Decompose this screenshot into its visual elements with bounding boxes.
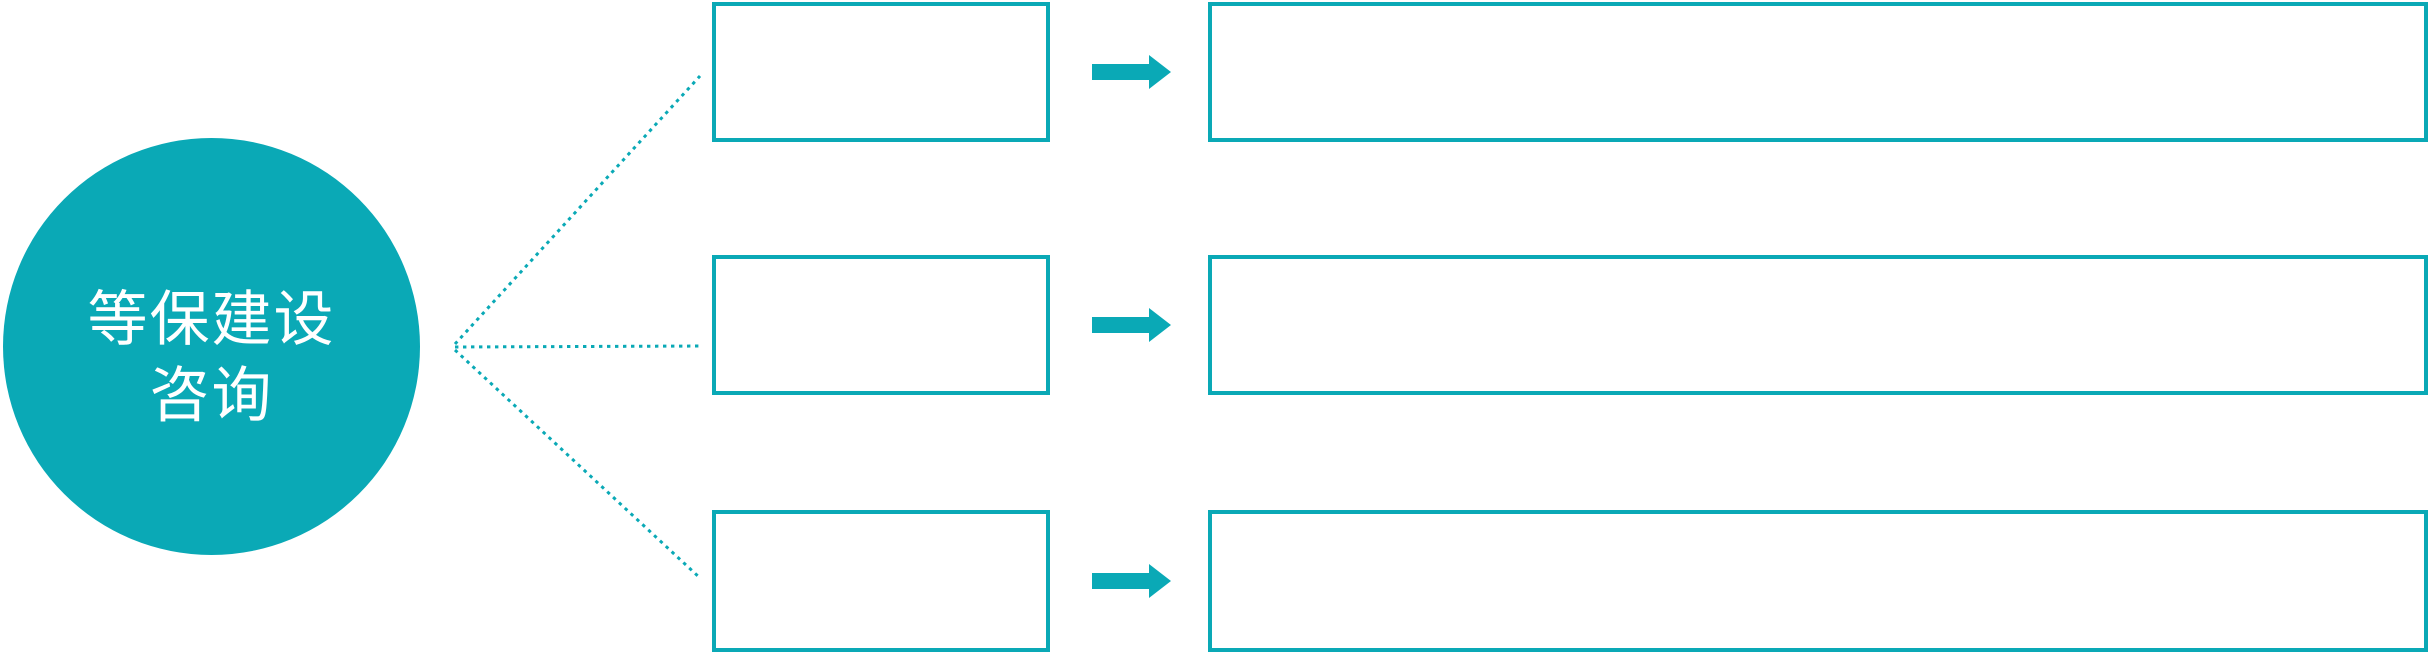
description-box-3 bbox=[1208, 510, 2428, 652]
dashed-connector-top-icon bbox=[453, 74, 702, 346]
hub-circle: 等保建设 咨询 bbox=[3, 138, 420, 555]
option-box-3 bbox=[712, 510, 1050, 652]
description-box-1 bbox=[1208, 2, 2428, 142]
hub-label-line1: 等保建设 bbox=[87, 285, 336, 353]
hub-label: 等保建设 咨询 bbox=[88, 282, 336, 434]
description-box-2 bbox=[1208, 255, 2428, 395]
option-box-2 bbox=[712, 255, 1050, 395]
arrow-right-icon bbox=[1092, 308, 1171, 342]
hub-label-line2: 咨询 bbox=[149, 361, 274, 429]
arrow-right-icon bbox=[1092, 55, 1171, 89]
option-box-1 bbox=[712, 2, 1050, 142]
dashed-connector-bottom-icon bbox=[453, 348, 702, 580]
arrow-right-icon bbox=[1092, 564, 1171, 598]
dashed-connector-middle-icon bbox=[454, 344, 704, 349]
